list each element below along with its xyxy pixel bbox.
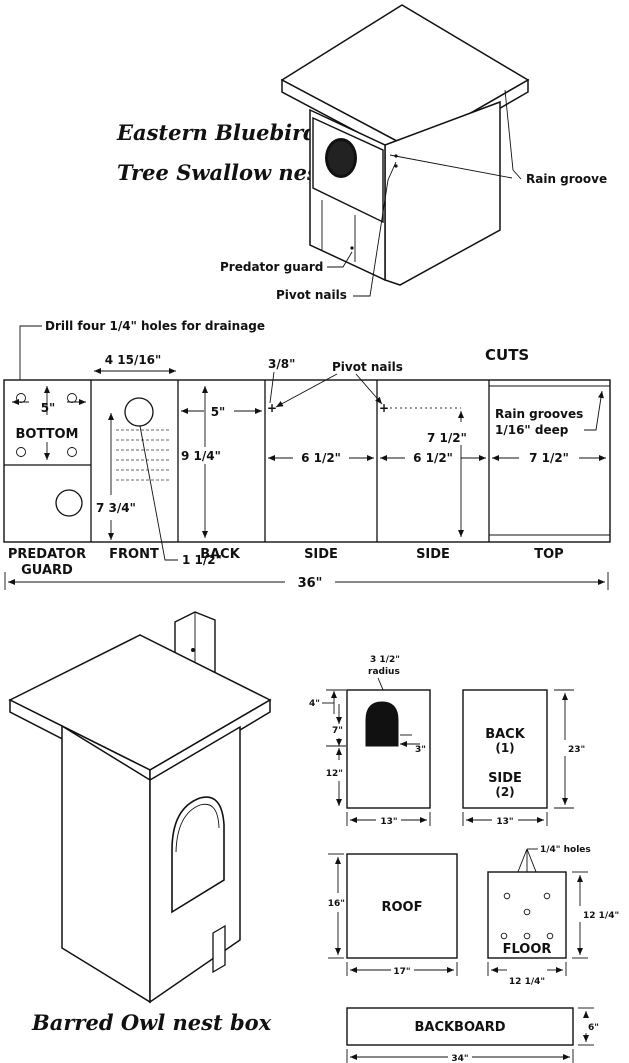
piece-label-front: FRONT	[109, 547, 159, 562]
piece-label-predator: PREDATOR	[8, 547, 86, 562]
owl-back-dim-width: 13"	[496, 817, 513, 827]
dim-side2-height: 7 1/2"	[427, 431, 467, 445]
piece-label-side-2: SIDE	[416, 547, 450, 562]
rain-grooves-line1: Rain grooves	[495, 407, 583, 421]
dim-side2-width: 6 1/2"	[413, 451, 453, 465]
bottom-label: BOTTOM	[16, 427, 79, 442]
owl-roof-dim-width: 17"	[393, 967, 410, 977]
owl-floor-label: FLOOR	[503, 942, 552, 957]
owl-back-dim-height: 23"	[568, 745, 585, 755]
owl-floor-dim-width: 12 1/4"	[509, 977, 545, 987]
dim-hole: 1 1/2"	[182, 553, 222, 567]
owl-roof-dim-height: 16"	[328, 899, 345, 909]
owl-front-dim-hole-offset: 3"	[415, 745, 426, 755]
owl-roof-panel	[346, 853, 458, 959]
pivot-nail-mark-1: +	[267, 401, 277, 415]
owl-entrance-icon	[171, 796, 225, 914]
owl-side-count: (2)	[495, 785, 514, 799]
callout-predator-guard: Predator guard	[220, 260, 323, 274]
owl-box-illustration	[8, 611, 272, 1004]
dim-total-length: 36"	[298, 576, 323, 591]
bluebird-box-illustration	[280, 4, 530, 286]
dim-bottom-width: 5"	[41, 401, 56, 415]
piece-label-guard: GUARD	[21, 563, 73, 578]
radius-label-1: 3 1/2"	[370, 655, 400, 665]
dim-back-width: 5"	[211, 405, 226, 419]
cuts-heading: CUTS	[485, 346, 529, 364]
owl-front-dim-top: 4"	[309, 699, 320, 709]
dim-back-height: 9 1/4"	[181, 449, 221, 463]
piece-label-top: TOP	[534, 547, 563, 562]
drill-note: Drill four 1/4" holes for drainage	[45, 319, 265, 333]
owl-back-count: (1)	[495, 741, 514, 755]
callout-pivot-nails: Pivot nails	[276, 288, 347, 302]
dim-pivot-offset: 3/8"	[268, 357, 295, 371]
rain-grooves-line2: 1/16" deep	[495, 423, 569, 437]
owl-front-dim-bottom: 12"	[326, 769, 343, 779]
cut-board	[3, 379, 611, 543]
owl-back-side-panel	[462, 689, 548, 809]
owl-floor-holes-label: 1/4" holes	[540, 845, 591, 855]
dim-front-height: 7 3/4"	[96, 501, 136, 515]
bluebird-title-line1: Eastern Bluebird,	[116, 120, 325, 145]
owl-backboard-label: BACKBOARD	[414, 1020, 505, 1035]
owl-front-dim-mid: 7"	[332, 726, 343, 736]
owl-side-label: SIDE	[488, 771, 522, 786]
owl-floor-dim-height: 12 1/4"	[583, 911, 619, 921]
owl-hole-icon	[365, 701, 399, 747]
dim-top-width: 7 1/2"	[529, 451, 569, 465]
owl-title: Barred Owl nest box	[31, 1010, 272, 1035]
radius-label-2: radius	[368, 667, 400, 677]
pivot-nail-mark-2: +	[379, 401, 389, 415]
pivot-nails-label: Pivot nails	[332, 360, 403, 374]
callout-rain-groove: Rain groove	[526, 172, 607, 186]
owl-backboard-dim-height: 6"	[588, 1023, 599, 1033]
piece-label-side-1: SIDE	[304, 547, 338, 562]
dim-side1-width: 6 1/2"	[301, 451, 341, 465]
piece-label-back: BACK	[200, 547, 241, 562]
dim-front-width: 4 15/16"	[105, 353, 162, 367]
owl-front-dim-width: 13"	[380, 817, 397, 827]
owl-backboard-panel	[346, 1007, 574, 1046]
owl-roof-label: ROOF	[382, 900, 423, 915]
owl-back-label: BACK	[485, 727, 526, 742]
owl-backboard-dim-width: 34"	[451, 1054, 468, 1063]
